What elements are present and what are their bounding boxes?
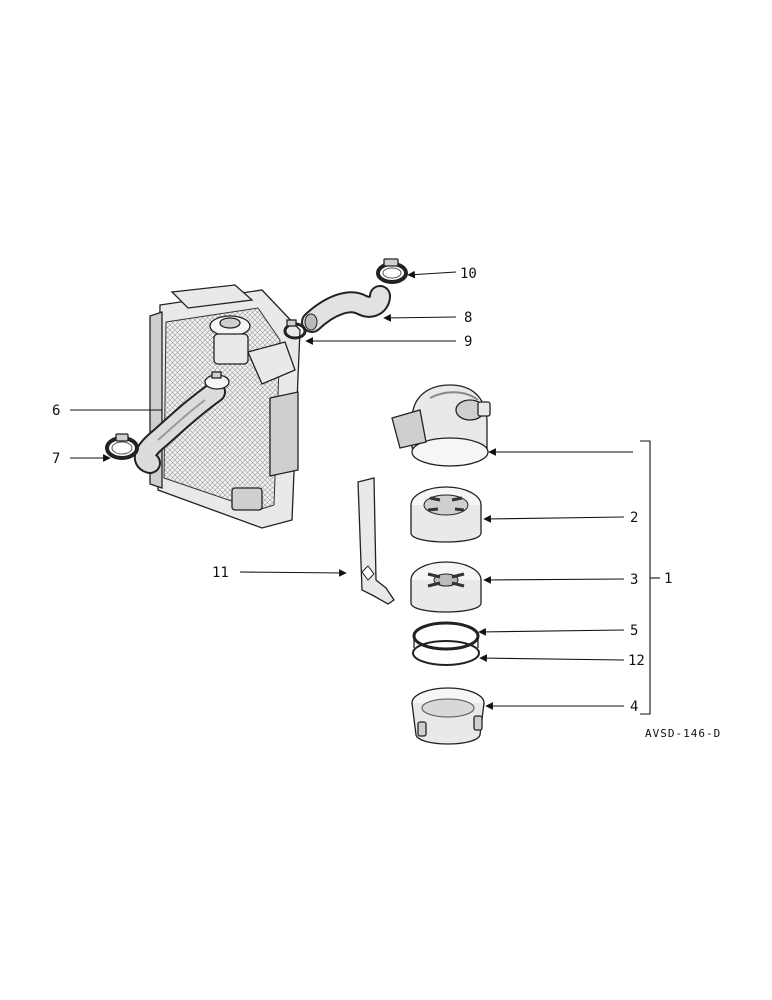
hose-clamp-upper-on-radiator — [204, 371, 230, 390]
callout-1: 1 — [664, 571, 672, 587]
lower-radiator-hose — [133, 381, 226, 474]
callout-2: 2 — [630, 510, 638, 526]
air-cleaner-bracket — [357, 477, 395, 605]
drawing-code: AVSD-146-D — [645, 727, 721, 740]
air-cleaner-cap — [391, 384, 491, 467]
callout-12: 12 — [628, 653, 645, 669]
upper-hose — [301, 285, 391, 333]
radiator-filler-cap — [209, 315, 251, 365]
hose-clamp-9 — [283, 319, 307, 340]
hose-clamp-10 — [376, 258, 408, 284]
callout-6: 6 — [52, 403, 60, 419]
callout-3: 3 — [630, 572, 638, 588]
gasket-12 — [412, 640, 480, 666]
callout-7: 7 — [52, 451, 60, 467]
filter-element-2 — [410, 486, 482, 543]
sealing-ring-5 — [412, 621, 480, 651]
hose-clamp-7 — [105, 433, 139, 460]
oil-cup-4 — [411, 687, 485, 745]
callout-5: 5 — [630, 623, 638, 639]
leader-lines — [70, 270, 660, 715]
callout-10: 10 — [460, 266, 477, 282]
callout-9: 9 — [464, 334, 472, 350]
radiator-outlet-neck — [247, 341, 296, 385]
callout-8: 8 — [464, 310, 472, 326]
callout-4: 4 — [630, 699, 638, 715]
callout-11: 11 — [212, 565, 229, 581]
filter-element-3 — [410, 561, 482, 613]
